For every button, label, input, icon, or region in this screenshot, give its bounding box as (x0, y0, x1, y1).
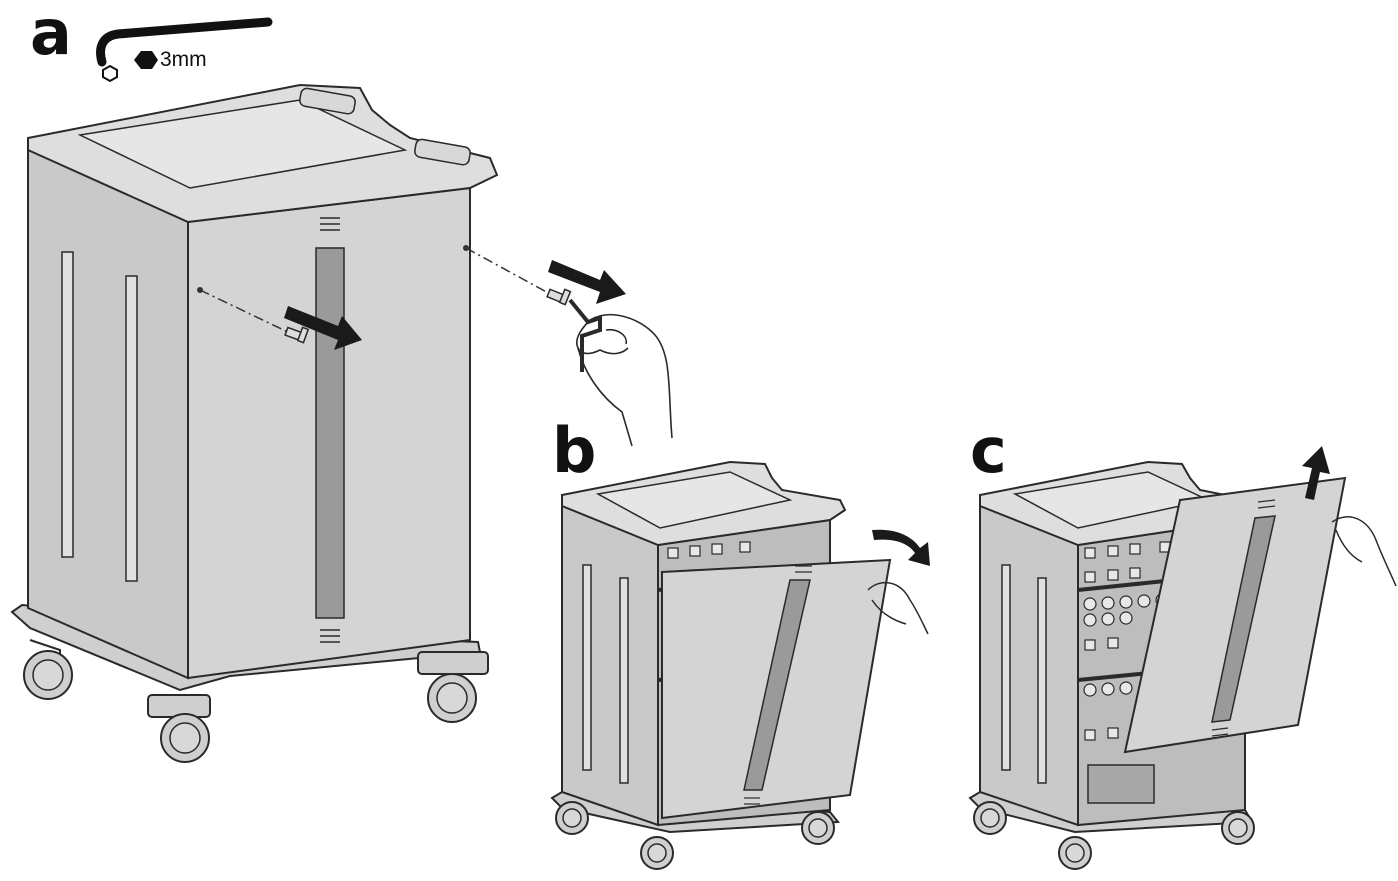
slot-mark (1211, 733, 1229, 737)
caster-a1 (23, 639, 73, 700)
caster-b2 (640, 836, 674, 870)
handle-slot-a1 (299, 87, 356, 115)
caster-a2 (147, 694, 211, 763)
side-vent-a2 (125, 275, 138, 582)
caster-c1 (973, 801, 1007, 835)
top-inset-b (595, 471, 793, 529)
slot-mark (1257, 505, 1276, 509)
side-vent-c1 (1001, 564, 1011, 771)
screw-path-line (463, 245, 553, 296)
arrow-right-icon (284, 306, 362, 350)
side-vent-b2 (619, 577, 629, 784)
side-panel-a (27, 146, 189, 680)
arrow-up-icon (1302, 446, 1330, 500)
curved-arrow-icon (872, 529, 930, 566)
hexagon-icon (134, 51, 158, 69)
tool-size-label: 3mm (160, 48, 207, 71)
hand-icon (568, 298, 673, 447)
side-vent-b1 (582, 564, 592, 771)
door-slot-b (743, 579, 811, 791)
cabinet-b (550, 460, 930, 870)
slot-mark (1257, 499, 1276, 503)
side-vent-a1 (61, 251, 74, 558)
screw-path-line (197, 287, 293, 335)
caster-c2 (1058, 836, 1092, 870)
cabinet-c (968, 446, 1397, 870)
top-inset-a (77, 99, 408, 189)
side-vent-c2 (1037, 577, 1047, 784)
step-label-a: a (30, 0, 72, 69)
door-slot-c (1211, 515, 1276, 723)
step-label-c: c (970, 414, 1007, 487)
step-label-b: b (552, 414, 597, 487)
side-panel-b (561, 503, 659, 827)
caster-b1 (555, 801, 589, 835)
front-slot-a (315, 247, 345, 619)
slot-mark (1211, 727, 1229, 731)
caster-b3 (801, 811, 835, 845)
bottom-compartment-c (1087, 764, 1155, 804)
screw-a1 (284, 326, 310, 344)
caster-c3 (1221, 811, 1255, 845)
hex-key-icon (96, 17, 273, 83)
handle-slot-a2 (414, 138, 471, 166)
hand-icon (867, 581, 929, 635)
arrow-right-icon (548, 260, 626, 304)
charging-slots-c (1083, 541, 1171, 741)
cabinet-a (10, 83, 673, 763)
hand-icon (1331, 516, 1397, 587)
caster-a3 (417, 651, 489, 723)
screw-a2 (546, 288, 572, 306)
side-panel-c (979, 503, 1079, 827)
